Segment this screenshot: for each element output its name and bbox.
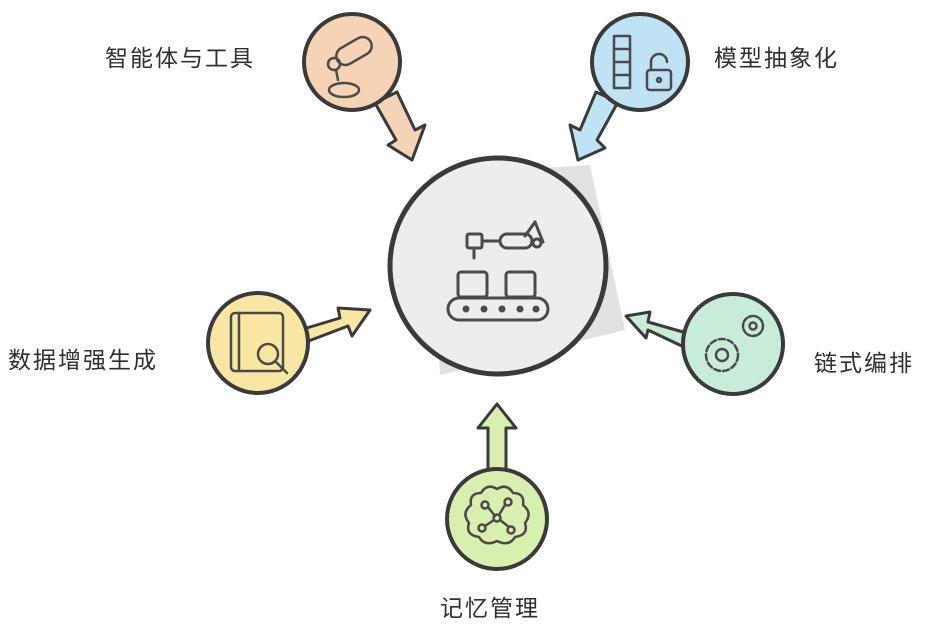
blocks-and-lock-icon — [612, 34, 673, 92]
center-hub-circle — [387, 155, 609, 377]
label-data-augmentation: 数据增强生成 — [8, 348, 158, 374]
label-model-abstraction: 模型抽象化 — [714, 46, 839, 72]
gears-icon — [704, 314, 765, 373]
node-model-circle — [590, 12, 690, 112]
arrow-chain — [624, 310, 692, 350]
node-model — [568, 12, 690, 162]
arrow-model — [568, 90, 620, 162]
arrow-memory — [476, 402, 518, 478]
node-memory — [445, 402, 549, 571]
node-agents — [302, 12, 427, 162]
document-search-icon — [229, 311, 289, 375]
arrow-data — [298, 306, 372, 344]
node-memory-circle — [445, 467, 549, 571]
node-chain — [624, 292, 785, 396]
node-data — [206, 291, 372, 395]
arrow-agents — [373, 90, 427, 162]
node-data-circle — [206, 291, 310, 395]
robot-arm-icon — [326, 35, 373, 99]
brain-network-icon — [464, 485, 530, 545]
label-memory-management: 记忆管理 — [440, 596, 540, 622]
center-hub — [387, 155, 625, 377]
label-agents: 智能体与工具 — [105, 46, 255, 72]
robot-arm-conveyor-icon — [446, 220, 550, 322]
label-chain-orchestration: 链式编排 — [814, 351, 914, 377]
